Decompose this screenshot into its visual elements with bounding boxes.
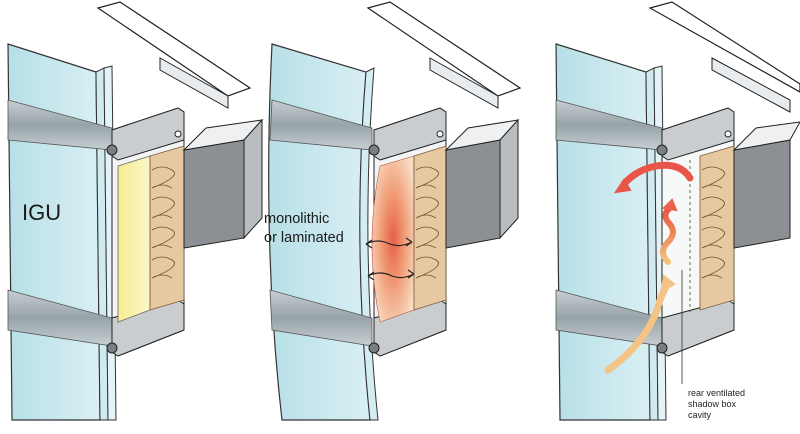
air-wave	[660, 205, 676, 265]
air-hot-exhaust	[620, 161, 694, 188]
label-rear-line3: cavity	[688, 410, 712, 420]
slab-edge	[159, 57, 229, 109]
label-monolithic-line1: monolithic	[264, 211, 330, 227]
igu-glass	[7, 43, 101, 421]
slab-top	[366, 1, 522, 97]
heat-zone	[371, 155, 415, 323]
duct-box	[445, 139, 501, 249]
slab-top	[648, 1, 800, 93]
frame-head	[111, 107, 185, 161]
panel-igu	[7, 1, 264, 421]
label-monolithic: monolithic or laminated	[264, 210, 344, 248]
shadow-box-yellow	[117, 155, 151, 323]
duct-box	[733, 139, 791, 249]
heat-arrows	[365, 237, 415, 281]
vent-glass	[555, 43, 651, 421]
panel-monolithic	[268, 1, 522, 421]
duct-box	[183, 139, 245, 249]
label-rear-line2: shadow box	[688, 399, 737, 409]
slab-top	[96, 1, 252, 97]
label-monolithic-line2: or laminated	[264, 230, 344, 246]
airflow-arrows	[604, 161, 694, 374]
insulation	[413, 145, 447, 311]
label-igu: IGU	[22, 200, 62, 225]
label-rear-line1: rear ventilated	[688, 388, 746, 398]
label-rear-ventilated: rear ventilated shadow box cavity	[688, 388, 745, 421]
panel-rear-ventilated	[555, 1, 800, 421]
